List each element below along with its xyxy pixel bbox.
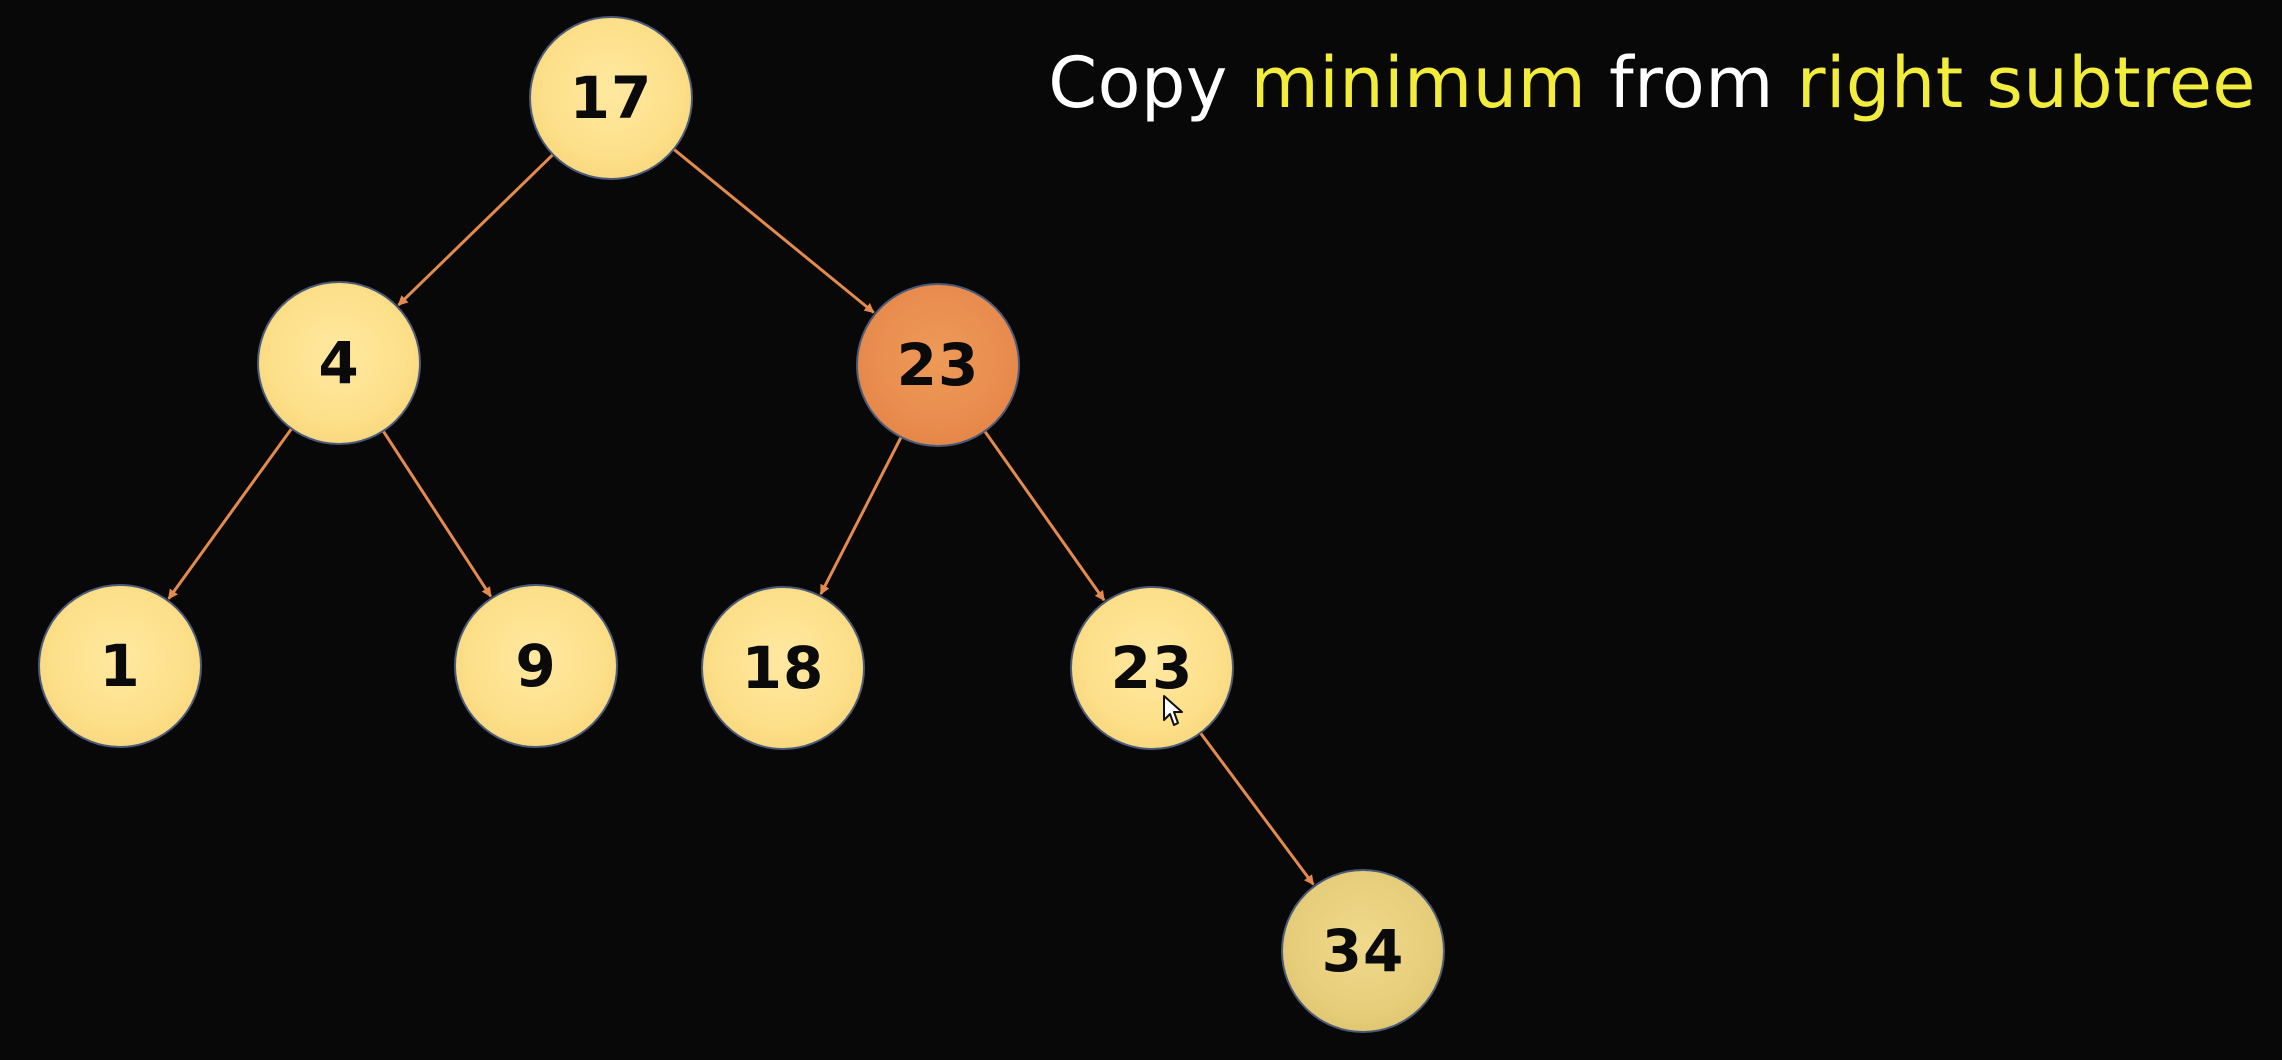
title-part-minimum: minimum xyxy=(1250,42,1587,124)
tree-node-17-root: 17 xyxy=(529,16,693,180)
tree-node-9: 9 xyxy=(454,584,618,748)
tree-node-1: 1 xyxy=(38,584,202,748)
edge-n4-to-n1 xyxy=(167,425,295,600)
edge-n23b-to-n34 xyxy=(1197,729,1315,886)
node-label: 1 xyxy=(99,632,141,700)
node-label: 17 xyxy=(569,64,653,132)
title-part-right-subtree: right subtree xyxy=(1796,42,2256,124)
edge-n23a-to-n18 xyxy=(819,433,904,595)
node-label: 34 xyxy=(1321,917,1405,985)
tree-node-4: 4 xyxy=(257,281,421,445)
node-label: 4 xyxy=(318,329,360,397)
edge-n17-to-n23a xyxy=(670,146,875,314)
slide-title: Copy minimum from right subtree xyxy=(1048,42,2256,124)
tree-node-18: 18 xyxy=(701,586,865,750)
node-label: 23 xyxy=(1110,634,1194,702)
edge-n4-to-n9 xyxy=(380,427,493,598)
title-part-copy: Copy xyxy=(1048,42,1251,124)
node-label: 9 xyxy=(515,632,557,700)
node-label: 18 xyxy=(741,634,825,702)
edge-n23a-to-n23b xyxy=(981,427,1106,602)
tree-node-23-highlighted: 23 xyxy=(856,283,1020,447)
tree-node-23-copy-target: 23 xyxy=(1070,586,1234,750)
tree-node-34: 34 xyxy=(1281,869,1445,1033)
mouse-pointer-icon xyxy=(1163,695,1183,726)
edge-n17-to-n4 xyxy=(397,151,557,307)
title-part-from: from xyxy=(1586,42,1797,124)
node-label: 23 xyxy=(896,331,980,399)
